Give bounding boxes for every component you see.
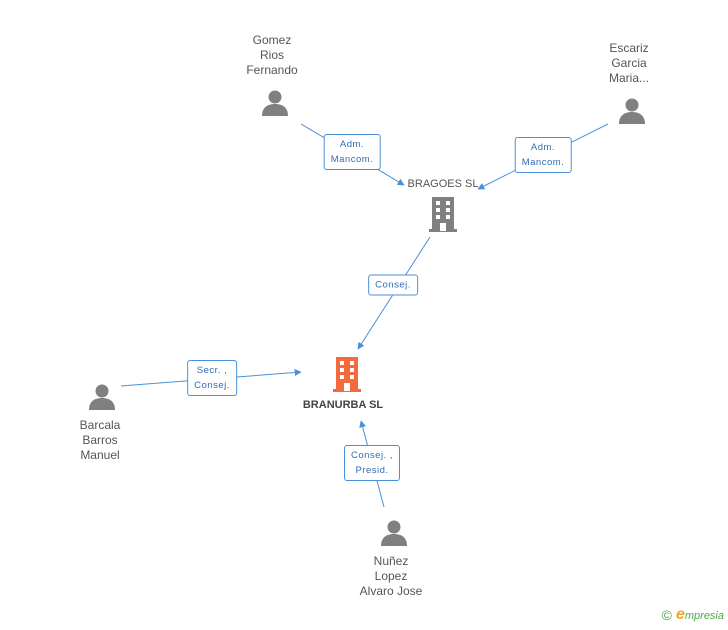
copyright-symbol: © [661,607,672,623]
person-icon[interactable] [87,382,117,412]
person-label-nunez[interactable]: Nuñez Lopez Alvaro Jose [359,554,423,598]
person-icon[interactable] [617,96,647,126]
brand-name: mpresia [684,610,724,622]
person-label-barcala[interactable]: Barcala Barros Manuel [79,418,121,462]
edge-label-barcala-branurba[interactable]: Secr. , Consej. [187,360,237,396]
company-label-branurba[interactable]: BRANURBA SL [302,399,384,411]
edge-label-gomez-bragoes[interactable]: Adm. Mancom. [323,134,381,170]
person-label-escariz[interactable]: Escariz Garcia Maria... [608,41,650,85]
brand-logo: © empresia [662,606,724,624]
building-icon[interactable] [332,357,362,393]
edge-label-escariz-bragoes[interactable]: Adm. Mancom. [514,137,572,173]
building-icon[interactable] [428,197,458,233]
brand-initial: e [675,606,685,623]
person-label-gomez[interactable]: Gomez Rios Fernando [246,33,298,77]
company-label-bragoes[interactable]: BRAGOES SL [407,178,479,190]
person-icon[interactable] [379,518,409,548]
person-icon[interactable] [260,88,290,118]
edge-label-bragoes-branurba[interactable]: Consej. [368,274,418,296]
edge-label-nunez-branurba[interactable]: Consej. , Presid. [344,445,400,481]
